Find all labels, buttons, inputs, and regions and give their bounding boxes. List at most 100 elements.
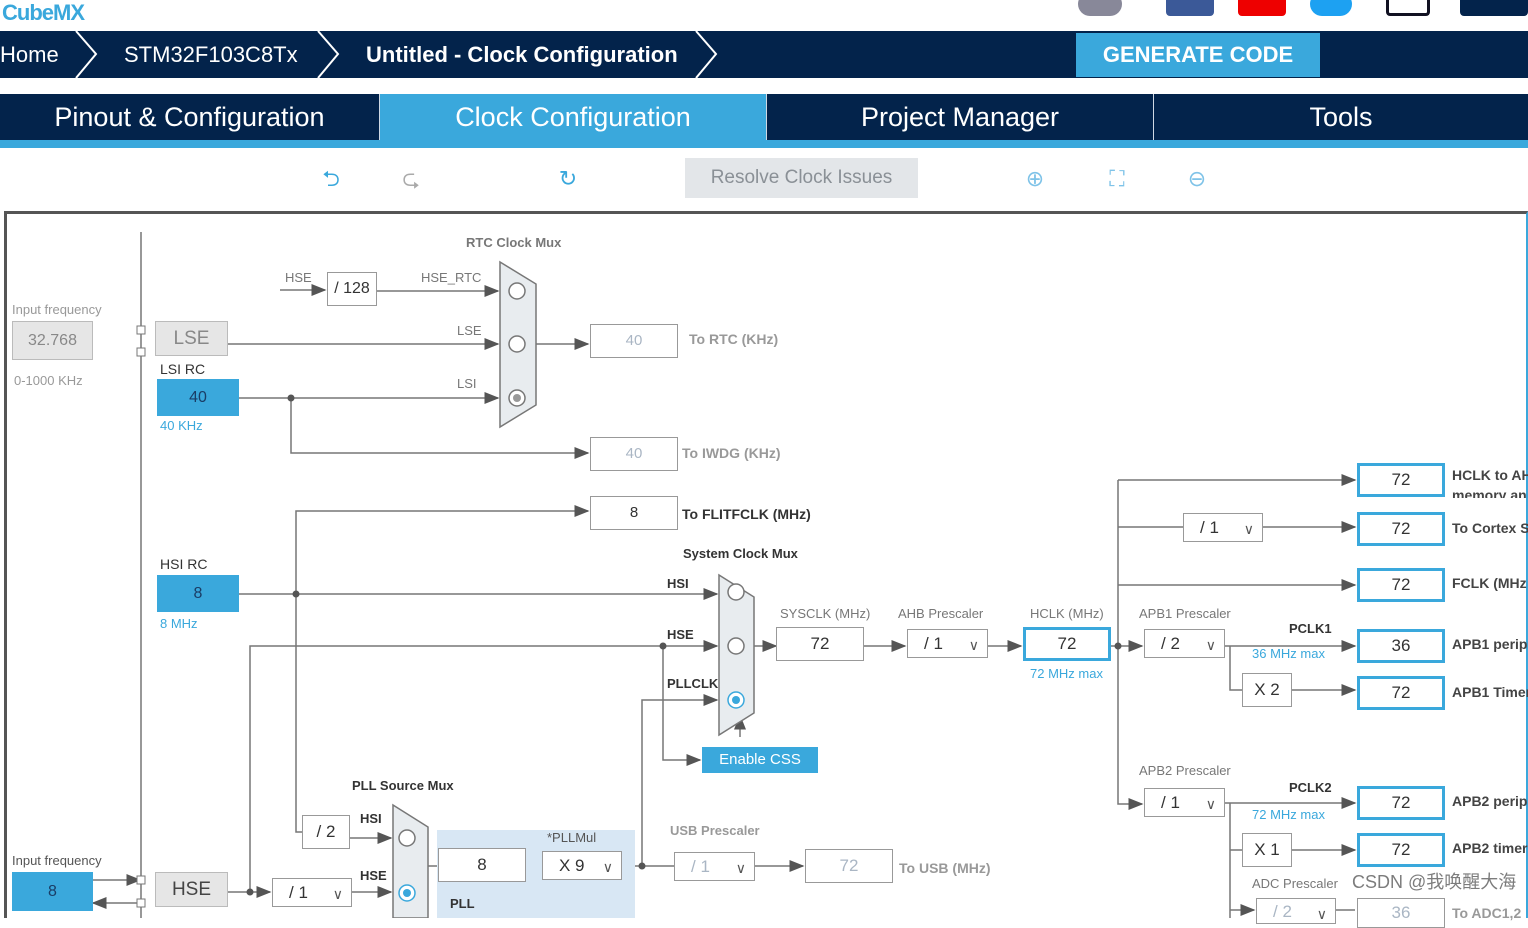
adc-prescaler-label: ADC Prescaler bbox=[1252, 876, 1338, 891]
lse-input-frequency[interactable]: 32.768 bbox=[12, 321, 93, 360]
sysmux-hsi-label: HSI bbox=[667, 576, 689, 591]
output-apb1-timers[interactable]: 72 bbox=[1357, 676, 1445, 710]
pllmul-select[interactable]: X 9∨ bbox=[542, 851, 622, 880]
hclk-value[interactable]: 72 bbox=[1023, 627, 1111, 661]
pclk2-label: PCLK2 bbox=[1289, 780, 1332, 795]
breadcrumb-home[interactable]: Home bbox=[0, 42, 59, 67]
output-apb1-peripherals-label: APB1 perip bbox=[1452, 636, 1528, 652]
output-apb2-peripherals-label: APB2 perip bbox=[1452, 793, 1528, 809]
hclk-max: 72 MHz max bbox=[1030, 666, 1103, 681]
clock-diagram-canvas bbox=[4, 211, 1528, 918]
output-apb2-timers-label: APB2 timer bbox=[1452, 840, 1528, 856]
redo-icon[interactable]: ⮎ bbox=[402, 166, 420, 191]
output-hclk-ahb[interactable]: 72 bbox=[1357, 463, 1445, 497]
ahb-prescaler-select[interactable]: / 1∨ bbox=[907, 629, 988, 658]
resolve-clock-issues-button[interactable]: Resolve Clock Issues bbox=[685, 158, 918, 198]
facebook-icon[interactable] bbox=[1166, 0, 1214, 16]
output-cortex-timer[interactable]: 72 bbox=[1357, 512, 1445, 546]
lse-input-label: Input frequency bbox=[12, 302, 102, 317]
hsi-rc-value: 8 bbox=[157, 575, 239, 612]
output-fclk[interactable]: 72 bbox=[1357, 568, 1445, 602]
flitf-output-label: To FLITFCLK (MHz) bbox=[682, 506, 811, 522]
hse-input-frequency[interactable]: 8 bbox=[12, 872, 93, 911]
twitter-icon[interactable] bbox=[1310, 0, 1352, 16]
chevron-down-icon: ∨ bbox=[1243, 521, 1254, 537]
hsi-rc-label: HSI RC bbox=[160, 556, 208, 572]
rtc-hse-label: HSE bbox=[285, 270, 312, 285]
rtc-output: 40 bbox=[590, 324, 678, 358]
tab-project-manager[interactable]: Project Manager bbox=[767, 94, 1154, 140]
pllsrc-hse-label: HSE bbox=[360, 868, 387, 883]
main-tabs: Pinout & Configuration Clock Configurati… bbox=[0, 94, 1528, 140]
hse-prediv-select[interactable]: / 1 ∨ bbox=[272, 878, 352, 907]
sysmux-hse-label: HSE bbox=[667, 627, 694, 642]
tab-pinout[interactable]: Pinout & Configuration bbox=[0, 94, 380, 140]
apb2-prescaler-select[interactable]: / 1∨ bbox=[1144, 788, 1225, 817]
lsi-unit: 40 KHz bbox=[160, 418, 203, 433]
hsi-unit: 8 MHz bbox=[160, 616, 198, 631]
chevron-down-icon: ∨ bbox=[332, 886, 343, 902]
usb-output: 72 bbox=[805, 849, 893, 883]
apb2-prescaler-value: / 1 bbox=[1161, 793, 1180, 812]
st-logo bbox=[1460, 0, 1528, 16]
sysmux-pllclk-label: PLLCLK bbox=[667, 676, 719, 691]
adc-output-label: To ADC1,2 bbox=[1452, 905, 1522, 921]
tab-tools[interactable]: Tools bbox=[1309, 102, 1373, 132]
apb1-prescaler-select[interactable]: / 2∨ bbox=[1144, 629, 1225, 658]
flitf-output: 8 bbox=[590, 496, 678, 530]
hse-prediv-value: / 1 bbox=[289, 883, 308, 902]
output-apb2-timers[interactable]: 72 bbox=[1357, 833, 1445, 867]
rtc-mux-label: RTC Clock Mux bbox=[466, 235, 562, 250]
tab-clock-configuration[interactable]: Clock Configuration bbox=[380, 94, 767, 140]
fit-icon[interactable]: ⛶ bbox=[1109, 166, 1125, 191]
chevron-right-icon bbox=[317, 31, 340, 78]
hse-input-label: Input frequency bbox=[12, 853, 102, 868]
enable-css-button[interactable]: Enable CSS bbox=[702, 747, 818, 773]
youtube-icon[interactable] bbox=[1238, 0, 1286, 16]
chevron-down-icon: ∨ bbox=[1205, 637, 1216, 653]
adc-output: 36 bbox=[1357, 898, 1445, 928]
st-community-icon[interactable] bbox=[1078, 0, 1122, 16]
hse-rtc-label: HSE_RTC bbox=[421, 270, 482, 285]
chevron-down-icon: ∨ bbox=[735, 860, 746, 876]
zoom-out-icon[interactable]: ⊖ bbox=[1187, 166, 1207, 191]
network-icon[interactable] bbox=[1386, 0, 1430, 16]
pllmul-label: *PLLMul bbox=[547, 830, 597, 845]
hsi-pll-divider: / 2 bbox=[302, 815, 350, 849]
adc-prescaler-select[interactable]: / 2 ∨ bbox=[1256, 898, 1336, 924]
breadcrumb-mcu[interactable]: STM32F103C8Tx bbox=[124, 42, 298, 67]
breadcrumb-bar: Home STM32F103C8Tx Untitled - Clock Conf… bbox=[0, 31, 1528, 78]
pll-label: PLL bbox=[450, 896, 475, 911]
cortex-divider-value: / 1 bbox=[1200, 518, 1219, 537]
chevron-down-icon: ∨ bbox=[602, 859, 613, 875]
rtc-output-label: To RTC (KHz) bbox=[689, 331, 779, 347]
output-apb1-peripherals[interactable]: 36 bbox=[1357, 629, 1445, 663]
generate-code-button[interactable]: GENERATE CODE bbox=[1076, 33, 1320, 77]
sysclk-value[interactable]: 72 bbox=[776, 627, 864, 661]
chevron-right-icon bbox=[75, 31, 98, 78]
pll-source-mux-label: PLL Source Mux bbox=[352, 778, 454, 793]
chevron-down-icon: ∨ bbox=[968, 637, 979, 653]
adc-prescaler-value: / 2 bbox=[1273, 902, 1292, 921]
rtc-lsi-label: LSI bbox=[457, 376, 477, 391]
usb-prescaler-label: USB Prescaler bbox=[670, 823, 760, 838]
lsi-rc-label: LSI RC bbox=[160, 361, 206, 377]
system-clock-mux-label: System Clock Mux bbox=[683, 546, 798, 561]
output-hclk-ahb-label-line2: memory an bbox=[1452, 487, 1527, 498]
refresh-icon[interactable]: ↻ bbox=[558, 166, 578, 191]
zoom-in-icon[interactable]: ⊕ bbox=[1025, 166, 1045, 191]
undo-icon[interactable]: ⮌ bbox=[322, 166, 340, 191]
cubemx-logo: CubeMX bbox=[2, 0, 85, 25]
lse-range: 0-1000 KHz bbox=[14, 373, 83, 388]
pll-source-mux bbox=[392, 803, 429, 918]
cortex-timer-divider-select[interactable]: / 1 ∨ bbox=[1183, 513, 1263, 542]
usb-prescaler-select[interactable]: / 1∨ bbox=[674, 852, 755, 881]
breadcrumb-current[interactable]: Untitled - Clock Configuration bbox=[366, 42, 678, 67]
iwdg-output-label: To IWDG (KHz) bbox=[682, 445, 781, 461]
pclk1-max: 36 MHz max bbox=[1252, 646, 1325, 661]
pclk1-label: PCLK1 bbox=[1289, 621, 1332, 636]
output-apb2-peripherals[interactable]: 72 bbox=[1357, 786, 1445, 820]
output-apb1-timers-label: APB1 Timer bbox=[1452, 684, 1528, 700]
chevron-down-icon: ∨ bbox=[1316, 906, 1327, 922]
apb2-prescaler-label: APB2 Prescaler bbox=[1139, 763, 1231, 778]
